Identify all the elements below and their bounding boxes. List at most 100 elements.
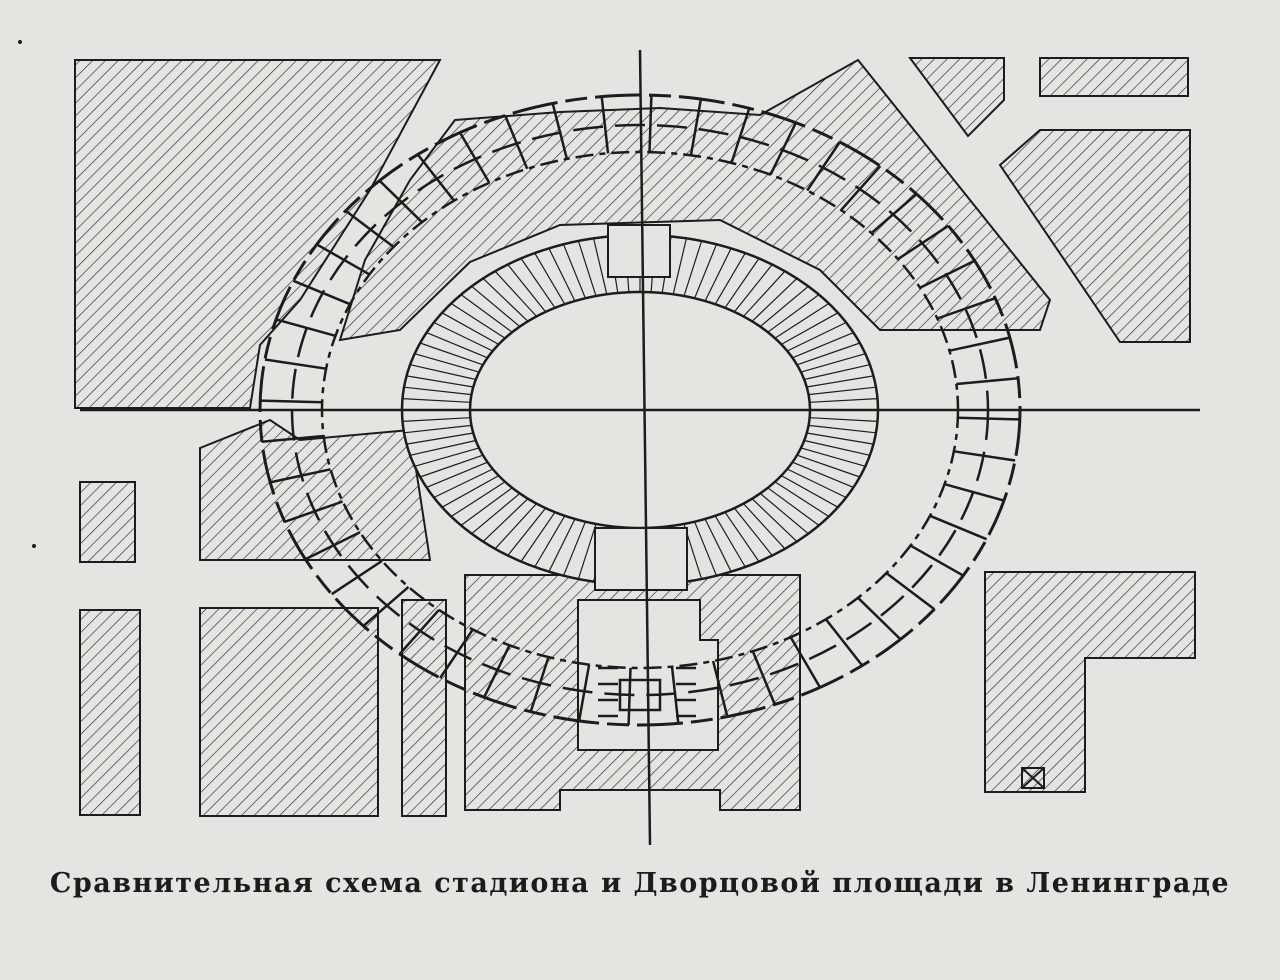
seat-row-divider [694,244,718,299]
seat-row-divider [704,248,732,302]
gallery-partition-wall [275,318,336,338]
seat-row-divider [751,498,798,543]
seat-row-divider [562,244,586,299]
seat-row-divider [751,277,798,322]
seat-row-divider [796,342,861,366]
gallery-partition-wall [269,468,331,484]
gallery-partition-wall [730,107,751,164]
hatched-block-right-diagonal [998,129,1191,343]
gallery-partition-wall [378,179,423,224]
gallery-partition-wall [331,559,383,596]
seat-row-divider [786,468,847,499]
hatched-block-lower-left-large [199,607,379,817]
gallery-partition-wall [261,434,324,443]
gallery-partition-wall [789,636,822,689]
gallery-partition-wall [627,667,632,725]
gallery-partition-wall [648,95,653,153]
seat-row-divider [450,481,506,518]
gallery-partition-wall [439,628,474,679]
hatched-block-upper-left [74,59,442,409]
gallery-partition-wall [344,209,395,248]
gallery-partition-wall [824,618,864,667]
seat-row-divider [450,302,506,339]
seat-row-divider [520,511,556,562]
seat-row-divider [433,321,494,352]
seat-row-divider [774,481,830,518]
gallery-partition-wall [600,96,610,154]
gallery-partition-wall [956,377,1019,386]
seat-row-divider [804,439,871,456]
gallery-partition-wall [857,596,902,641]
gallery-partition-wall [885,572,936,611]
seat-row-divider [548,248,576,302]
hatched-block-lower-left-strip [401,599,447,817]
hatched-block-top-right-strip [1039,57,1189,97]
hatched-block-left-small [79,481,136,563]
hatched-block-right-lower [984,571,1196,793]
gallery-partition-wall [316,243,371,276]
seat-row-divider [714,515,746,568]
gallery-partition-wall [504,115,529,170]
seat-row-divider [759,285,809,328]
seat-row-divider [781,475,839,508]
seat-row-divider [426,461,488,488]
seat-row-divider [724,258,760,309]
seat-row-divider [460,487,513,526]
seat-row-divider [482,277,529,322]
seat-row-divider [414,353,480,373]
gallery-partition-wall [909,544,964,577]
hatched-block-general-staff-arc [338,58,1052,342]
seat-row-divider [406,432,474,445]
seat-row-divider [414,447,480,467]
seat-row-divider [419,454,484,478]
gallery-partition-wall [840,165,882,211]
seat-row-divider [743,270,786,317]
hatched-block-left-bottom [79,609,141,816]
seat-row-divider [471,492,521,535]
seat-row-divider [406,375,474,388]
seat-row-divider [796,454,861,478]
gallery-partition-wall [416,153,456,202]
gallery-partition-wall [529,656,550,713]
stadium-north-entrance [607,224,671,278]
seat-row-divider [577,523,597,580]
seat-row-divider [767,294,820,333]
seat-row-divider [800,353,866,373]
seat-row-divider [808,386,877,396]
seat-row-divider [774,302,830,339]
seat-row-divider [792,461,854,488]
seat-row-divider [441,475,499,508]
seat-row-divider [482,498,529,543]
gallery-partition-wall [957,416,1020,421]
gallery-partition-wall [897,224,949,261]
seat-row-divider [409,439,476,456]
seat-row-divider [419,342,484,366]
seat-row-divider [433,468,494,499]
gallery-partition-wall [870,193,918,235]
gallery-partition-wall [304,531,361,561]
stadium-south-entrance [594,527,688,591]
seat-row-divider [781,312,839,345]
gallery-partition-wall [362,585,410,627]
seat-row-divider [494,503,537,550]
hatched-block-top-right-small [908,57,1005,138]
seat-row-divider [402,417,471,422]
seat-row-divider [562,521,586,576]
gallery-partition-wall [260,399,323,404]
gallery-partition-wall [264,358,327,370]
gallery-partition-wall [919,259,976,289]
seat-row-divider [441,312,499,345]
gallery-partition-wall [953,450,1016,462]
seat-row-divider [494,270,537,317]
seat-row-divider [694,521,718,576]
seat-row-divider [402,398,471,403]
gallery-partition-wall [577,664,591,722]
seat-row-divider [808,424,877,434]
seat-row-divider [672,238,687,295]
vertical-axis-line [638,49,652,846]
seat-row-divider [460,294,513,333]
seat-row-divider [507,264,547,313]
crossed-square-marker [1021,767,1045,789]
hatched-block-left-middle [199,418,432,561]
